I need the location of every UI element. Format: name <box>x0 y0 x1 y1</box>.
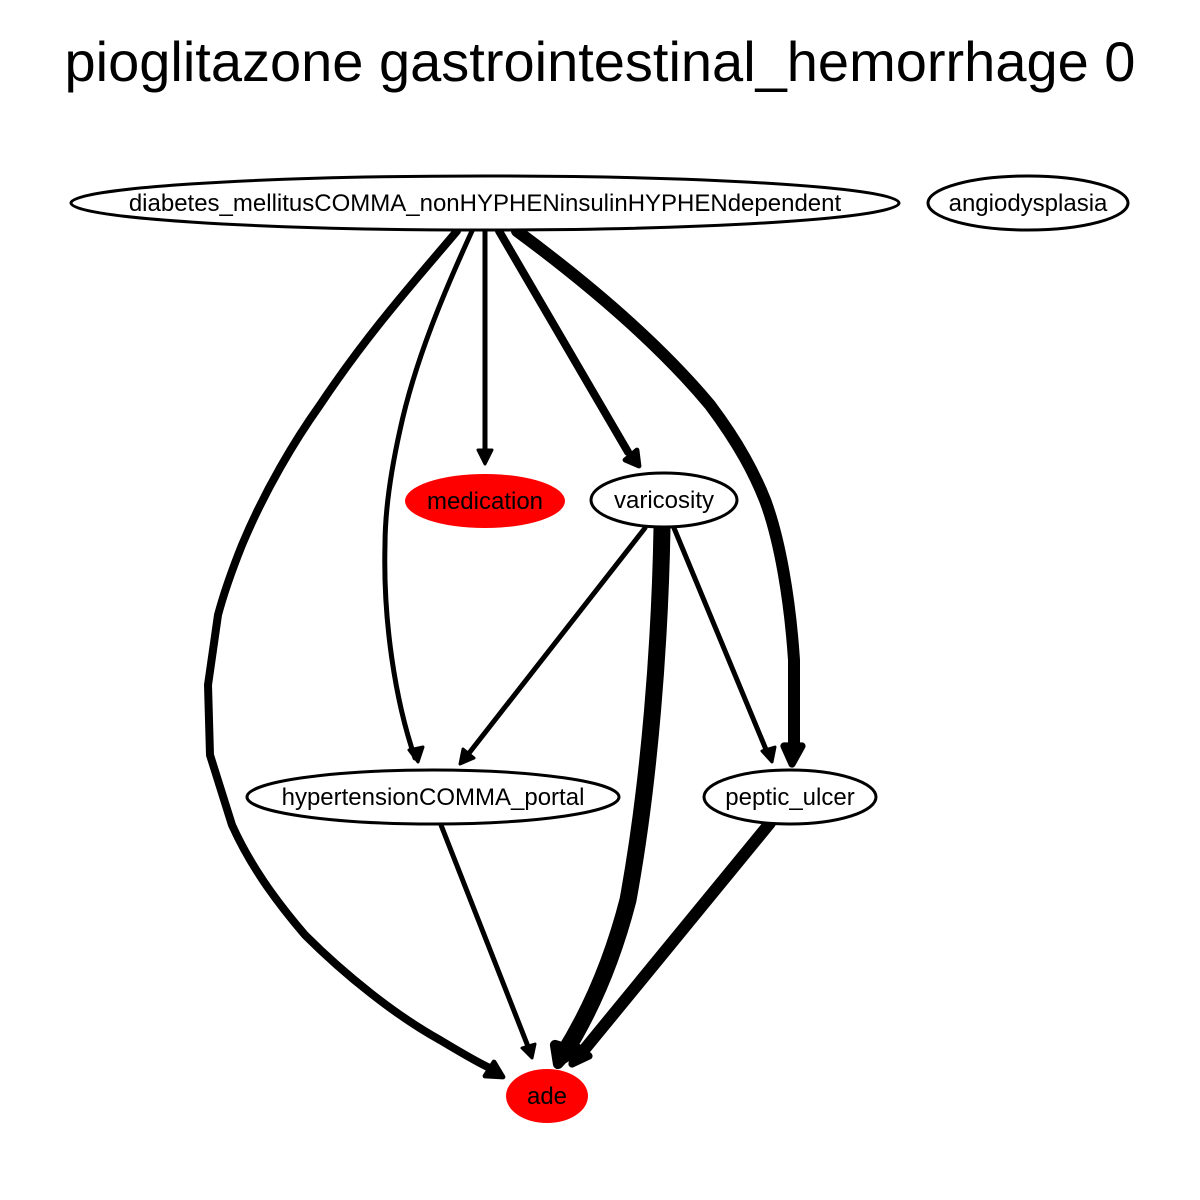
edge-varicosity-to-ade <box>549 519 671 1070</box>
node-ade: ade <box>506 1069 588 1123</box>
edge-varicosity-to-peptic_ulcer <box>671 525 777 764</box>
arrowhead-icon <box>549 1039 577 1070</box>
edge-line <box>382 228 475 761</box>
node-ellipse <box>69 174 901 232</box>
edge-diabetes-to-ade <box>204 227 506 1080</box>
edge-diabetes-to-medication <box>476 228 494 466</box>
arrowhead-icon <box>568 1041 593 1068</box>
edge-line <box>438 822 532 1052</box>
node-label: varicosity <box>614 487 714 514</box>
node-ellipse <box>589 471 739 529</box>
node-label: diabetes_mellitusCOMMA_nonHYPHENinsulinH… <box>129 190 842 217</box>
arrowhead-icon <box>760 745 777 764</box>
node-label: medication <box>427 488 543 515</box>
edge-hypertension-to-ade <box>438 822 537 1060</box>
arrowhead-icon <box>622 447 642 469</box>
node-hypertension: hypertensionCOMMA_portal <box>245 768 621 826</box>
node-peptic-ulcer: peptic_ulcer <box>702 768 878 826</box>
node-label: ade <box>527 1083 567 1110</box>
graph-title: pioglitazone gastrointestinal_hemorrhage… <box>64 30 1136 93</box>
node-diabetes: diabetes_mellitusCOMMA_nonHYPHENinsulinH… <box>69 174 901 232</box>
edge-line <box>554 519 671 1064</box>
nodes-layer: diabetes_mellitusCOMMA_nonHYPHENinsulinH… <box>69 174 1130 1123</box>
arrowhead-icon <box>482 1059 506 1080</box>
arrowhead-icon <box>458 747 476 766</box>
edges-layer <box>204 225 806 1080</box>
node-varicosity: varicosity <box>589 471 739 529</box>
edge-line <box>495 227 632 456</box>
arrowhead-icon <box>520 1042 537 1060</box>
edge-diabetes-to-hypertension <box>382 228 475 764</box>
node-label: hypertensionCOMMA_portal <box>282 784 585 811</box>
arrowhead-icon <box>476 448 494 466</box>
edge-peptic_ulcer-to-ade <box>568 817 776 1068</box>
arrowhead-icon <box>407 745 425 764</box>
node-medication: medication <box>405 474 565 528</box>
node-angiodysplasia: angiodysplasia <box>926 174 1130 232</box>
node-label: peptic_ulcer <box>725 784 854 811</box>
node-label: angiodysplasia <box>949 190 1108 217</box>
node-ellipse <box>405 474 565 528</box>
edge-line <box>511 225 800 754</box>
edge-line <box>204 227 494 1072</box>
edge-diabetes-to-varicosity <box>495 227 642 469</box>
edge-line <box>671 525 770 755</box>
edge-line <box>463 525 648 760</box>
edge-line <box>578 817 776 1056</box>
node-ellipse <box>926 174 1130 232</box>
edge-diabetes-to-peptic_ulcer <box>511 225 806 768</box>
node-ellipse <box>702 768 878 826</box>
edge-varicosity-to-hypertension <box>458 525 648 766</box>
node-ellipse <box>506 1069 588 1123</box>
node-ellipse <box>245 768 621 826</box>
arrowhead-icon <box>780 742 806 768</box>
